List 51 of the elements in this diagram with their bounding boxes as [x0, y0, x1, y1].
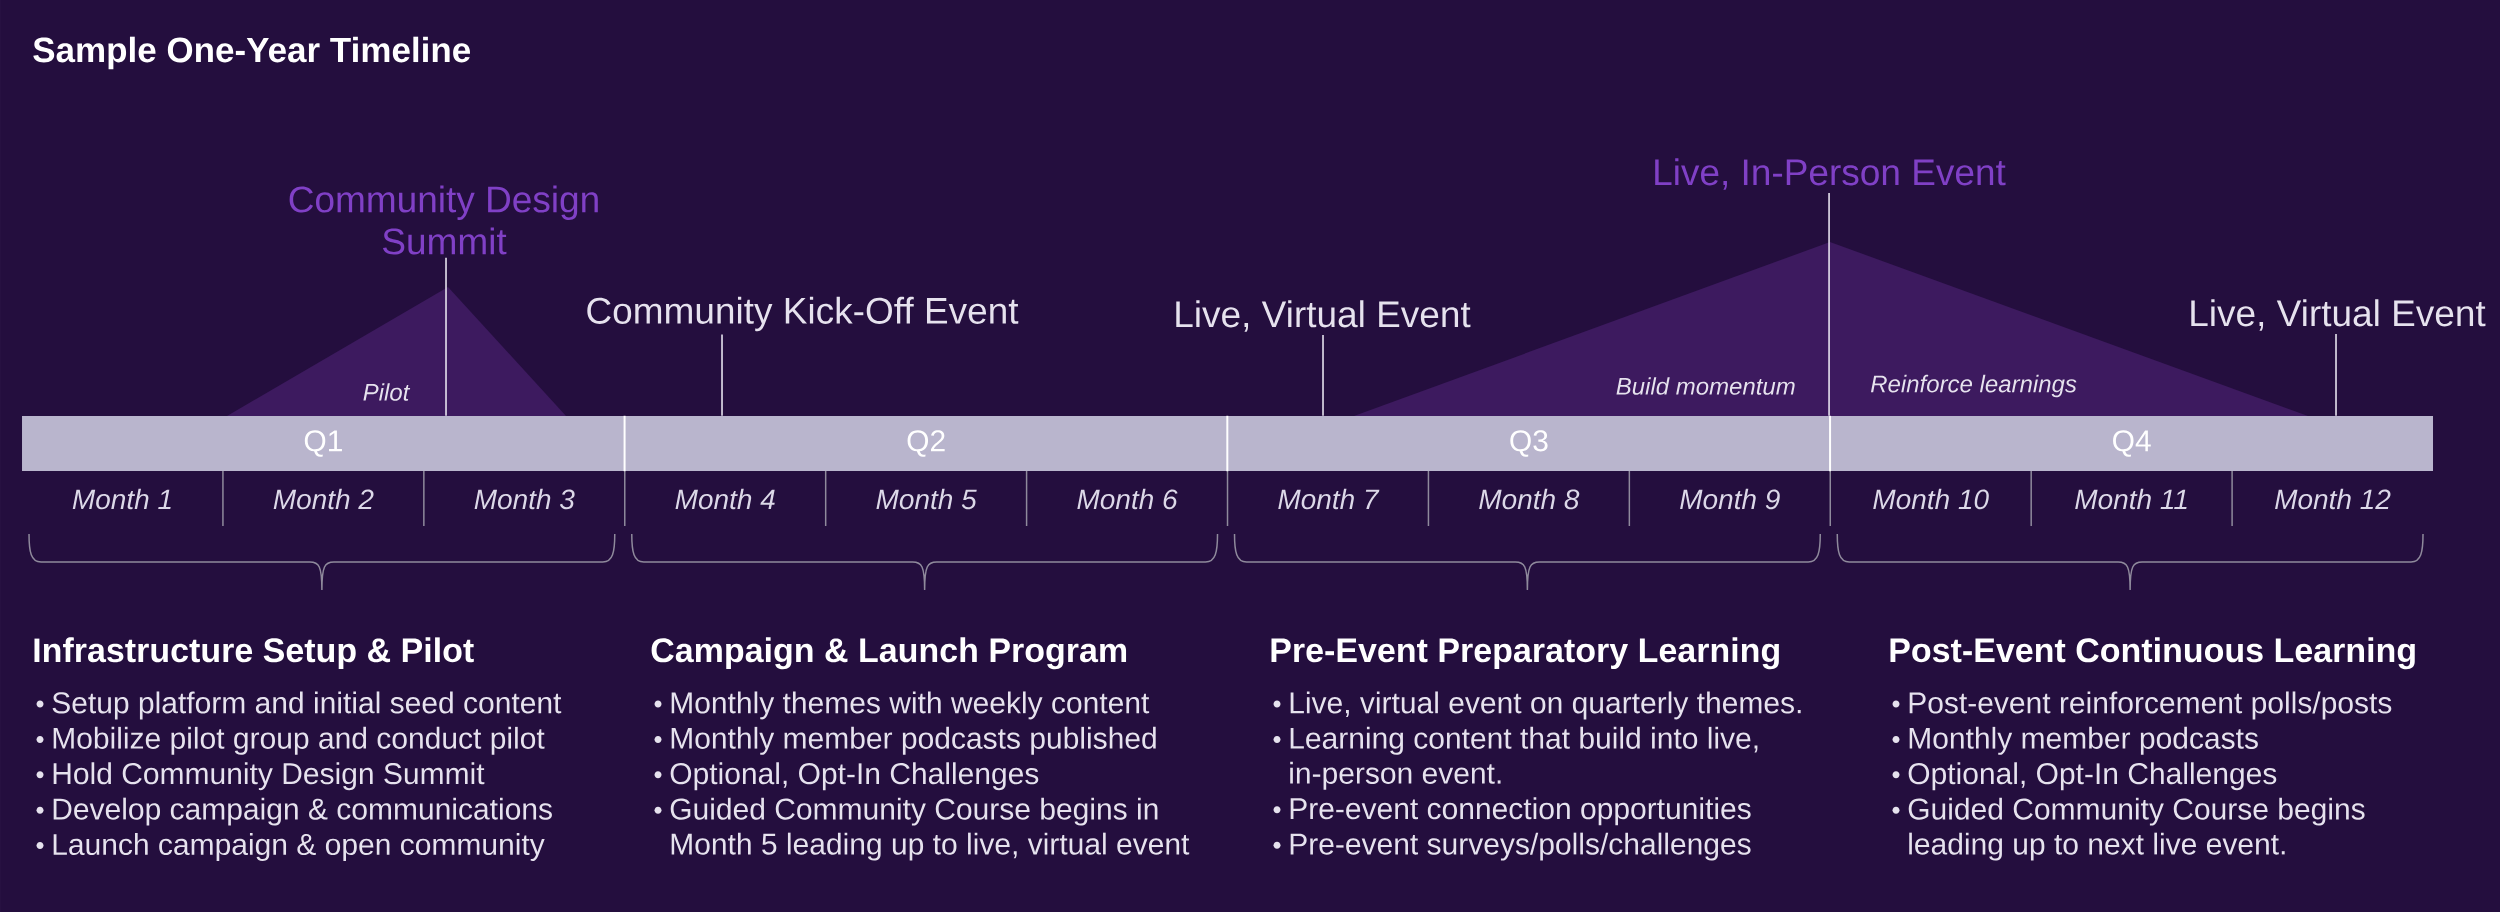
bullet-item: Optional, Opt-In Challenges	[1908, 762, 2277, 791]
leader-line	[1322, 334, 1324, 417]
event-label: Community Design Summit	[289, 185, 598, 255]
bullet-item: Guided Community Course begins leading up to next live event.	[1908, 797, 2365, 861]
month-label: Month 3	[474, 488, 575, 510]
node-label: Q1	[304, 430, 342, 457]
node-label: Q2	[907, 430, 945, 457]
event-label: Live, Virtual Event	[2191, 299, 2486, 331]
column-heading: Campaign & Launch Program	[651, 637, 1127, 670]
leader-line	[721, 333, 723, 417]
quarter-box: Q1	[22, 416, 625, 471]
quarter-box: Q2	[623, 414, 1228, 473]
bullet-item: Pre-event connection opportunities	[1290, 797, 1751, 826]
month-label: Month 10	[1873, 488, 1989, 510]
bullet-item: Monthly member podcasts published	[671, 726, 1156, 755]
quarter-box: Q3	[1226, 414, 1831, 473]
column-heading: Pre-Event Preparatory Learning	[1271, 637, 1779, 670]
column-heading: Infrastructure Setup & Pilot	[34, 637, 474, 670]
leader-line	[1828, 192, 1830, 417]
leader-line	[2335, 333, 2337, 417]
quarter-box: Q4	[1829, 414, 2433, 473]
bullet-item: Develop campaign & communications	[53, 797, 552, 826]
bullet-item: Monthly themes with weekly content	[671, 691, 1150, 720]
phase-label: Pilot	[363, 383, 411, 401]
month-label: Month 2	[273, 488, 374, 510]
bullet-item: Post-event reinforcement polls/posts	[1909, 691, 2392, 720]
month-label: Month 7	[1278, 488, 1380, 510]
month-label: Month 6	[1077, 488, 1178, 510]
bullet-item: Optional, Opt-In Challenges	[670, 762, 1039, 791]
event-label: Live, Virtual Event	[1176, 300, 1471, 332]
bullet-item: Monthly member podcasts	[1909, 726, 2258, 755]
bullet-item: Setup platform and initial seed content	[52, 691, 562, 720]
bullet-item: Hold Community Design Summit	[53, 762, 485, 791]
title: Sample One-Year Timeline	[33, 36, 471, 70]
triangle	[227, 287, 566, 416]
phase-label: Reinforce learnings	[1870, 374, 2077, 398]
bullet-item: Learning content that build into live, in-person event.	[1290, 726, 1758, 790]
node-label: Q3	[1510, 430, 1548, 457]
bullet-item: Pre-event surveys/polls/challenges	[1290, 832, 1751, 861]
column-heading: Post-Event Continuous Learning	[1890, 637, 2415, 670]
bullet-item: Live, virtual event on quarterly themes.	[1290, 691, 1801, 720]
month-label: Month 4	[675, 488, 775, 510]
bullet-item: Mobilize pilot group and conduct pilot	[53, 726, 545, 755]
bullet-item: Guided Community Course begins in Month 5 leading up to live, virtual event	[670, 797, 1190, 861]
bullet-item: Launch campaign & open community	[53, 833, 545, 861]
event-label: Live, In-Person Event	[1655, 158, 2006, 190]
phase-label: Build momentum	[1616, 377, 1795, 395]
event-label: Community Kick-Off Event	[587, 296, 1019, 332]
leader-line	[445, 256, 447, 417]
month-label: Month 9	[1680, 488, 1780, 510]
month-label: Month 12	[2275, 488, 2391, 510]
